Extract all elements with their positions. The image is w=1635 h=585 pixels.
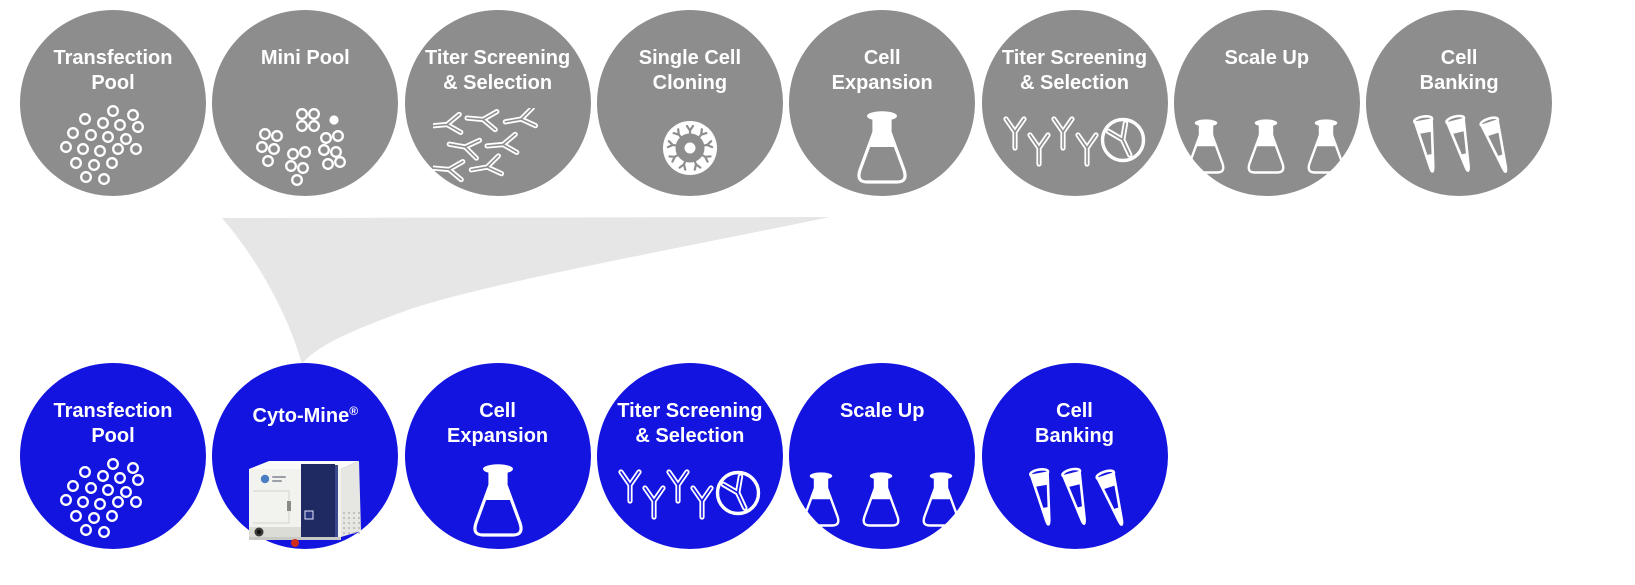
- bottom-row-step-cyto-mine: Cyto-Mine®: [212, 363, 399, 549]
- bottom-row-step-scale-up: Scale Up: [789, 363, 976, 549]
- top-row-step-transfection-pool: Transfection Pool: [20, 10, 206, 196]
- step-label: Scale Up: [839, 400, 925, 422]
- step-label: Transfection Pool: [53, 400, 173, 447]
- cryovials-icon: [1405, 100, 1513, 196]
- step-label: Titer Screening & Selection: [1001, 47, 1148, 94]
- registered-trademark-symbol: ®: [349, 404, 359, 418]
- step-label: Cell Banking: [1035, 400, 1114, 447]
- step-label: Cell Expansion: [831, 47, 933, 94]
- antibodies-selected-icon: [614, 453, 766, 549]
- scatter-cells-icon: [57, 453, 169, 549]
- step-label: Cyto-Mine®: [252, 404, 359, 427]
- step-label: Cell Expansion: [447, 400, 549, 447]
- top-row-step-cell-banking: Cell Banking: [1366, 10, 1553, 196]
- step-label: Titer Screening & Selection: [424, 47, 571, 94]
- bottom-row-step-cell-expansion: Cell Expansion: [404, 363, 591, 549]
- top-row-step-titer-screening-selection: Titer Screening & Selection: [404, 10, 591, 196]
- clustered-cells-icon: [255, 100, 355, 196]
- bottom-row-step-cell-banking: Cell Banking: [981, 363, 1168, 549]
- top-row-step-mini-pool: Mini Pool: [212, 10, 399, 196]
- flasks-three-icon: [1179, 100, 1355, 196]
- flasks-three-icon: [794, 453, 970, 549]
- step-label: Titer Screening & Selection: [617, 400, 763, 447]
- cytomine-instrument-icon: [243, 453, 367, 549]
- step-label: Scale Up: [1224, 47, 1310, 69]
- flask-icon: [846, 100, 918, 196]
- top-row-step-scale-up: Scale Up: [1173, 10, 1360, 196]
- step-label: Cell Banking: [1419, 47, 1499, 94]
- bottom-row-step-transfection-pool: Transfection Pool: [20, 363, 206, 549]
- bottom-row-step-titer-screening-selection: Titer Screening & Selection: [596, 363, 783, 549]
- step-label: Single Cell Cloning: [638, 47, 742, 94]
- scatter-cells-icon: [57, 100, 169, 196]
- step-label: Mini Pool: [260, 47, 350, 69]
- step-label: Transfection Pool: [53, 47, 173, 94]
- top-row-step-cell-expansion: Cell Expansion: [789, 10, 976, 196]
- single-cell-icon: [660, 100, 720, 196]
- top-row-step-single-cell-cloning: Single Cell Cloning: [596, 10, 783, 196]
- cryovials-icon: [1021, 453, 1129, 549]
- flask-icon: [462, 453, 534, 549]
- antibodies-icon: [432, 100, 563, 196]
- top-row-step-titer-screening-selection: Titer Screening & Selection: [981, 10, 1168, 196]
- antibodies-selected-icon: [999, 100, 1151, 196]
